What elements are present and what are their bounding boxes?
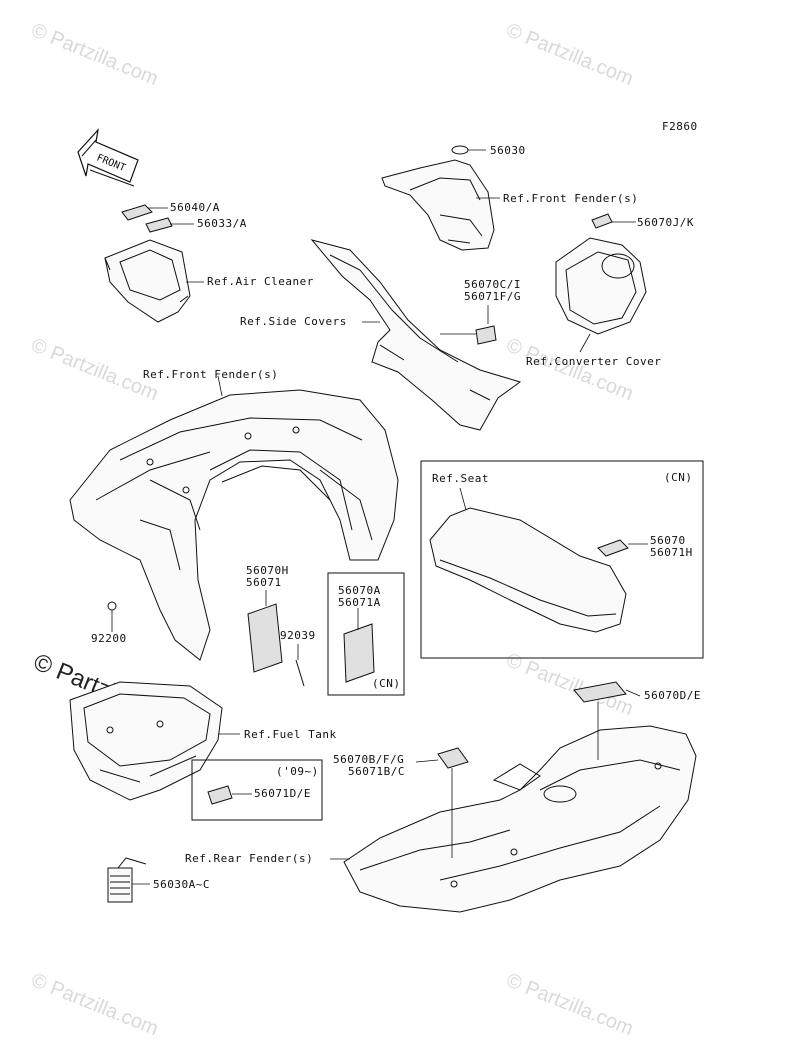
label-56033a: 56033/A (197, 217, 247, 230)
year-decal-box (191, 759, 323, 821)
label-56070jk: 56070J/K (637, 216, 694, 229)
decal-56070jk-icon (591, 213, 613, 229)
label-92200: 92200 (91, 632, 127, 645)
front-fender-group (69, 389, 399, 687)
label-box-cn: (CN) (372, 677, 401, 690)
label-56071a: 56071A (338, 596, 381, 609)
tag-56030ac (107, 857, 150, 903)
label-ref-front-fender-main: Ref.Front Fender(s) (143, 368, 278, 381)
front-arrow-icon: FRONT (77, 128, 139, 187)
decal-56070bfg-icon (437, 747, 469, 769)
decal-56070de-icon (573, 681, 627, 703)
watermark: © Partzilla.com (503, 334, 636, 405)
label-56070bfg: 56070B/F/G (333, 753, 404, 766)
watermark: © Partzilla.com (503, 969, 636, 1040)
decal-56033a-icon (145, 217, 173, 233)
label-56070a: 56070A (338, 584, 381, 597)
fuel-tank-group (69, 681, 223, 801)
decal-56070a-icon (343, 623, 375, 683)
label-ref-rear-fender: Ref.Rear Fender(s) (185, 852, 313, 865)
label-56070de: 56070D/E (644, 689, 701, 702)
label-ref-front-fender-top: Ref.Front Fender(s) (503, 192, 638, 205)
label-seat-cn: (CN) (664, 471, 693, 484)
tag-56030ac-icon (107, 867, 133, 903)
label-56071de: 56071D/E (254, 787, 311, 800)
label-year-09: ('09~) (276, 765, 319, 778)
label-56071fg: 56071F/G (464, 290, 521, 303)
part-92200-icon (107, 601, 117, 611)
watermark: © Partzilla.com (28, 969, 161, 1040)
label-56030: 56030 (490, 144, 526, 157)
side-covers-group (310, 239, 522, 431)
decal-56070h-icon (247, 603, 283, 673)
decal-56070-icon (597, 539, 629, 557)
label-56030ac: 56030A~C (153, 878, 210, 891)
air-cleaner-group (104, 204, 191, 323)
label-ref-air-cleaner: Ref.Air Cleaner (207, 275, 314, 288)
label-ref-seat: Ref.Seat (432, 472, 489, 485)
watermark: © Partzilla.com (503, 19, 636, 90)
top-front-fender (381, 145, 495, 251)
rear-fender-group (343, 681, 697, 913)
cn-decal-box (327, 572, 405, 696)
decal-56071de-icon (207, 785, 233, 805)
watermark: © Partzilla.com (28, 19, 161, 90)
label-ref-fuel-tank: Ref.Fuel Tank (244, 728, 337, 741)
converter-cover-group (555, 213, 647, 335)
label-56071: 56071 (246, 576, 282, 589)
label-56070ci: 56070C/I (464, 278, 521, 291)
part-56030-icon (451, 145, 469, 155)
seat-box (420, 460, 704, 659)
watermark: © Partzilla.com (28, 334, 161, 405)
label-92039: 92039 (280, 629, 316, 642)
label-ref-side-covers: Ref.Side Covers (240, 315, 347, 328)
label-56070: 56070 (650, 534, 686, 547)
label-56071bc: 56071B/C (348, 765, 405, 778)
decal-56040a-icon (121, 204, 153, 221)
label-ref-converter-cover: Ref.Converter Cover (526, 355, 661, 368)
label-56070h: 56070H (246, 564, 289, 577)
figure-code: F2860 (662, 120, 698, 133)
decal-56070ci-icon (475, 325, 497, 345)
label-56071h: 56071H (650, 546, 693, 559)
label-56040a: 56040/A (170, 201, 220, 214)
